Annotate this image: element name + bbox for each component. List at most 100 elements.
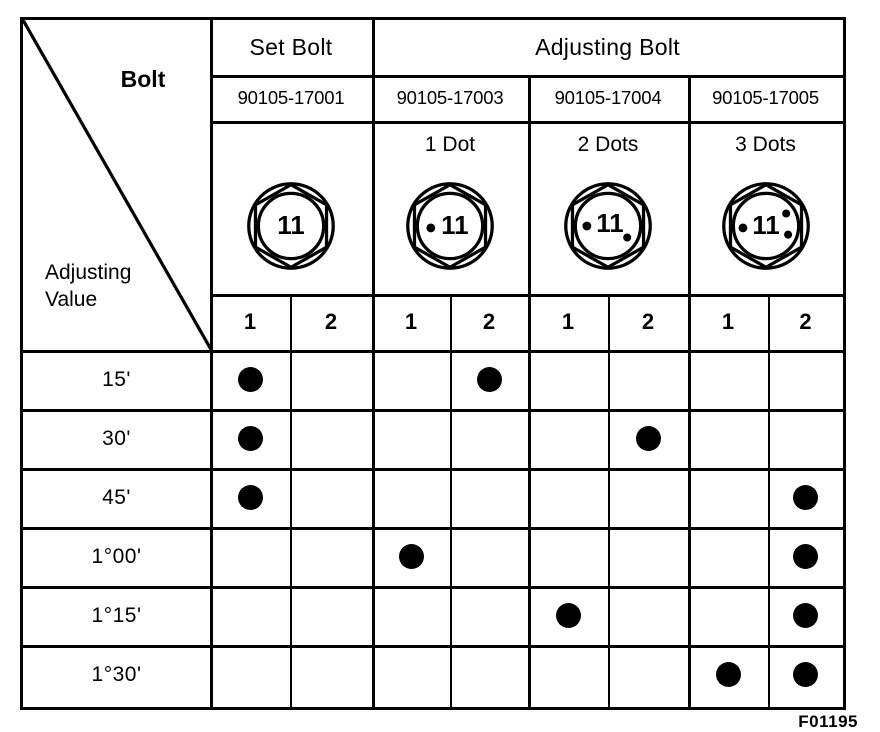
table-cell[interactable] bbox=[688, 586, 768, 645]
selection-dot-icon bbox=[793, 603, 818, 628]
bolt-size-mark: 11 bbox=[752, 212, 779, 240]
grid-hline-row-5 bbox=[23, 645, 843, 648]
bolt-size-mark: 11 bbox=[441, 212, 468, 240]
grid-hline-row-2 bbox=[23, 468, 843, 471]
table-cell[interactable] bbox=[528, 409, 608, 468]
table-cell[interactable] bbox=[372, 350, 450, 409]
bolt-head-illustration-set-bolt: 11 bbox=[210, 172, 372, 280]
sub-header-col-7: 1 bbox=[721, 308, 735, 334]
table-cell[interactable] bbox=[608, 645, 688, 704]
table-cell[interactable] bbox=[688, 409, 768, 468]
part-number-90105-17005: 90105-17005 bbox=[712, 86, 819, 108]
table-cell[interactable] bbox=[608, 527, 688, 586]
table-cell[interactable] bbox=[372, 645, 450, 704]
table-cell[interactable] bbox=[528, 468, 608, 527]
table-cell[interactable] bbox=[210, 468, 290, 527]
table-cell[interactable] bbox=[768, 468, 843, 527]
table-cell[interactable] bbox=[608, 350, 688, 409]
table-cell[interactable] bbox=[372, 527, 450, 586]
selection-dot-icon bbox=[715, 662, 741, 687]
table-cell[interactable] bbox=[688, 645, 768, 704]
grid-vline-label-col bbox=[210, 20, 213, 707]
part-number-90105-17004: 90105-17004 bbox=[554, 86, 662, 108]
dot-label-1-dot: 1 Dot bbox=[424, 133, 476, 157]
grid-hline-row-1 bbox=[23, 409, 843, 412]
grade-dot-icon bbox=[738, 223, 747, 233]
table-cell[interactable] bbox=[372, 409, 450, 468]
table-cell[interactable] bbox=[290, 468, 372, 527]
table-cell[interactable] bbox=[528, 645, 608, 704]
selection-dot-icon bbox=[793, 485, 818, 510]
selection-dot-icon bbox=[476, 367, 502, 392]
table-cell[interactable] bbox=[372, 468, 450, 527]
grid-hline-row-4 bbox=[23, 586, 843, 589]
grid-hline-groups bbox=[210, 75, 843, 78]
table-cell[interactable] bbox=[688, 350, 768, 409]
grid-vline-sub-4 bbox=[768, 294, 770, 707]
table-cell[interactable] bbox=[608, 468, 688, 527]
grade-dot-icon bbox=[623, 233, 632, 242]
table-cell[interactable] bbox=[450, 468, 528, 527]
grid-vline-sub-1 bbox=[290, 294, 292, 707]
table-cell[interactable] bbox=[372, 586, 450, 645]
table-cell[interactable] bbox=[688, 468, 768, 527]
table-cell[interactable] bbox=[290, 527, 372, 586]
row-header-adjusting-value: 1°00' bbox=[91, 544, 142, 568]
table-cell[interactable] bbox=[768, 409, 843, 468]
table-cell[interactable] bbox=[450, 527, 528, 586]
table-cell[interactable] bbox=[528, 586, 608, 645]
table-cell[interactable] bbox=[768, 350, 843, 409]
table-cell[interactable] bbox=[290, 409, 372, 468]
table-cell[interactable] bbox=[528, 350, 608, 409]
corner-row-axis-label-line1: Adjusting bbox=[45, 261, 132, 284]
row-header-adjusting-value: 30' bbox=[102, 426, 131, 450]
group-header-adjusting-bolt: Adjusting Bolt bbox=[535, 33, 680, 60]
table-cell[interactable] bbox=[450, 409, 528, 468]
row-header-adjusting-value: 15' bbox=[102, 367, 131, 391]
table-cell[interactable] bbox=[450, 586, 528, 645]
table-cell[interactable] bbox=[768, 586, 843, 645]
table-cell[interactable] bbox=[290, 350, 372, 409]
table-cell[interactable] bbox=[528, 527, 608, 586]
row-header-adjusting-value: 1°15' bbox=[91, 603, 142, 627]
table-cell[interactable] bbox=[608, 586, 688, 645]
table-cell[interactable] bbox=[688, 527, 768, 586]
table-cell[interactable] bbox=[210, 409, 290, 468]
sub-header-col-4: 2 bbox=[482, 308, 496, 334]
selection-dot-icon bbox=[237, 426, 263, 451]
table-cell[interactable] bbox=[608, 409, 688, 468]
selection-dot-icon bbox=[237, 367, 263, 392]
bolt-head-icon: 11 bbox=[406, 182, 494, 270]
sub-header-col-2: 2 bbox=[324, 308, 338, 334]
corner-row-axis-label-line2: Value bbox=[45, 287, 98, 311]
grid-vline-sub-3 bbox=[608, 294, 610, 707]
table-cell[interactable] bbox=[210, 586, 290, 645]
figure-code: F01195 bbox=[798, 712, 858, 731]
selection-dot-icon bbox=[398, 544, 424, 569]
table-cell[interactable] bbox=[210, 350, 290, 409]
sub-header-col-6: 2 bbox=[641, 308, 655, 334]
sub-header-col-8: 2 bbox=[799, 308, 812, 334]
table-cell[interactable] bbox=[290, 586, 372, 645]
table-cell[interactable] bbox=[290, 645, 372, 704]
grid-hline-boltimages bbox=[210, 294, 843, 297]
table-cell[interactable] bbox=[450, 645, 528, 704]
bolt-head-illustration-3-dots: 11 bbox=[688, 172, 843, 280]
table-cell[interactable] bbox=[768, 527, 843, 586]
table-cell[interactable] bbox=[210, 645, 290, 704]
dot-label-3-dots: 3 Dots bbox=[735, 133, 796, 157]
group-header-set-bolt: Set Bolt bbox=[249, 33, 333, 60]
table-cell[interactable] bbox=[210, 527, 290, 586]
dot-label-2-dots: 2 Dots bbox=[577, 133, 639, 157]
table-cell[interactable] bbox=[450, 350, 528, 409]
grid-vline-group-3 bbox=[688, 75, 691, 707]
selection-dot-icon bbox=[635, 426, 661, 451]
bolt-size-mark: 11 bbox=[596, 210, 623, 238]
grid-hline-partnumbers bbox=[210, 121, 843, 124]
table-cell[interactable] bbox=[768, 645, 843, 704]
part-number-90105-17003: 90105-17003 bbox=[396, 86, 504, 108]
grade-dot-icon bbox=[781, 209, 790, 218]
grid-vline-sub-2 bbox=[450, 294, 452, 707]
sub-header-col-1: 1 bbox=[243, 308, 257, 334]
